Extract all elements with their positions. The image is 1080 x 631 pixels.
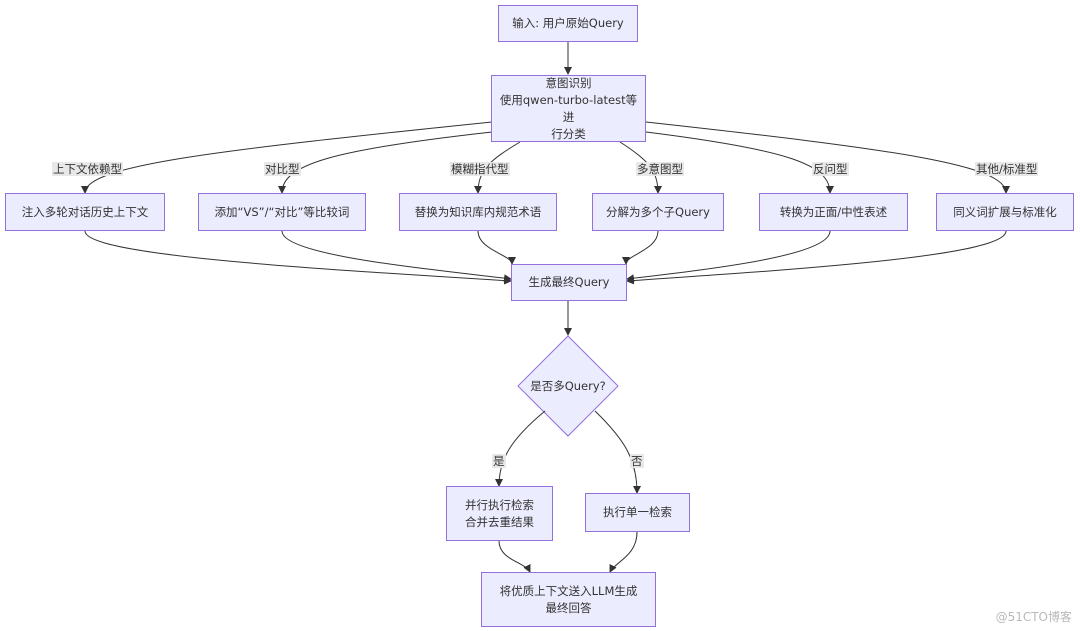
edge-negation-final bbox=[626, 230, 831, 283]
edge-context-final bbox=[84, 230, 512, 285]
edge-intent-context bbox=[81, 121, 493, 194]
edge-other-final bbox=[626, 230, 1007, 285]
compare-words-text: 添加“VS”/“对比”等比较词 bbox=[214, 204, 350, 219]
parallel-text: 并行执行检索 合并去重结果 bbox=[465, 497, 534, 529]
split-sub-text: 分解为多个子Query bbox=[606, 204, 710, 219]
edge-vague-final bbox=[477, 230, 516, 265]
kb-terms-text: 替换为知识库内规范术语 bbox=[414, 204, 542, 219]
edge-label-compare: 对比型 bbox=[264, 162, 301, 176]
edge-intent-other bbox=[645, 121, 1010, 194]
input-node-text: 输入: 用户原始Query bbox=[512, 16, 624, 30]
edge-diamond-no bbox=[594, 410, 641, 494]
llm-text: 将优质上下文送入LLM生成 最终回答 bbox=[499, 583, 638, 615]
edge-diamond-yes bbox=[495, 410, 546, 487]
edge-single-llm bbox=[609, 531, 638, 573]
edge-label-negation: 反问型 bbox=[812, 162, 849, 176]
edge-label-no: 否 bbox=[630, 454, 644, 468]
intent-node: 意图识别 使用qwen-turbo-latest等进 行分类 bbox=[491, 75, 646, 142]
intent-node-text: 意图识别 使用qwen-turbo-latest等进 行分类 bbox=[499, 75, 638, 141]
context-inject-text: 注入多轮对话历史上下文 bbox=[21, 204, 149, 219]
final-query-text: 生成最终Query bbox=[528, 275, 610, 289]
context-inject-node: 注入多轮对话历史上下文 bbox=[5, 193, 165, 231]
synonym-std-text: 同义词扩展与标准化 bbox=[953, 204, 1057, 219]
positive-neutral-node: 转换为正面/中性表述 bbox=[759, 193, 908, 231]
llm-node: 将优质上下文送入LLM生成 最终回答 bbox=[481, 572, 656, 627]
decision-diamond bbox=[517, 335, 619, 437]
edge-label-other: 其他/标准型 bbox=[975, 162, 1039, 176]
edge-intent-compare bbox=[278, 131, 493, 194]
synonym-std-node: 同义词扩展与标准化 bbox=[936, 193, 1074, 231]
edge-label-vague: 模糊指代型 bbox=[450, 162, 510, 176]
watermark: @51CTO博客 bbox=[995, 610, 1072, 624]
edge-label-yes: 是 bbox=[492, 454, 506, 468]
edge-label-context: 上下文依赖型 bbox=[52, 162, 123, 176]
edge-intent-negation bbox=[645, 131, 834, 194]
positive-neutral-text: 转换为正面/中性表述 bbox=[779, 204, 888, 219]
edge-label-multi-intent: 多意图型 bbox=[636, 162, 684, 176]
edge-parallel-llm bbox=[498, 540, 531, 573]
single-node: 执行单一检索 bbox=[585, 493, 690, 532]
edge-compare-final bbox=[281, 230, 512, 283]
parallel-node: 并行执行检索 合并去重结果 bbox=[446, 486, 553, 541]
final-query-node: 生成最终Query bbox=[511, 264, 627, 301]
input-node: 输入: 用户原始Query bbox=[498, 5, 638, 42]
edge-multi-final bbox=[622, 230, 659, 265]
single-text: 执行单一检索 bbox=[603, 505, 672, 519]
multi-query-text: 是否多Query? bbox=[530, 379, 606, 393]
compare-words-node: 添加“VS”/“对比”等比较词 bbox=[198, 193, 366, 231]
kb-terms-node: 替换为知识库内规范术语 bbox=[399, 193, 557, 231]
split-sub-node: 分解为多个子Query bbox=[592, 193, 724, 231]
